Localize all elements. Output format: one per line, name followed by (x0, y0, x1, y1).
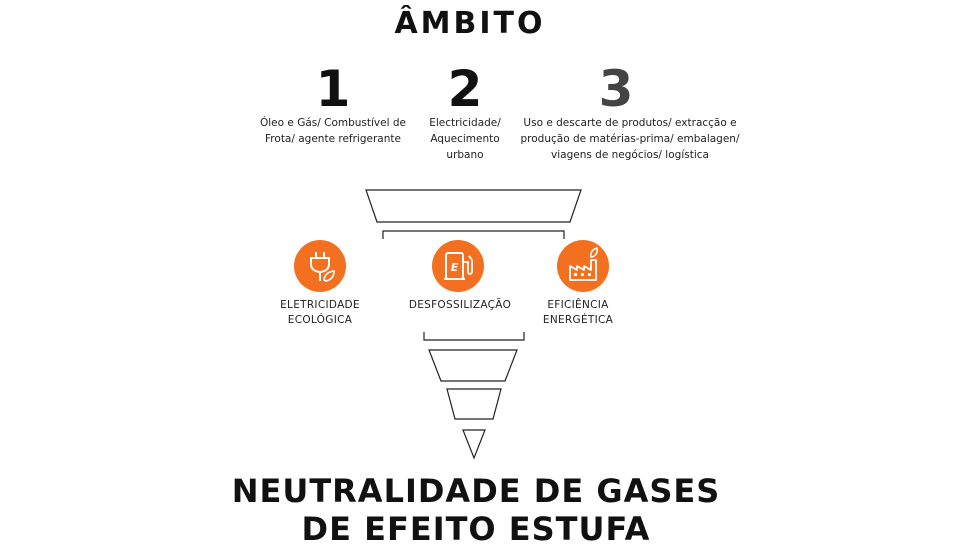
funnel-segment-top (365, 189, 582, 223)
scope-3-line-3: viagens de negócios/ logística (551, 149, 709, 161)
lever-3-badge (557, 240, 609, 292)
lever-1-line-1: ELETRICIDADE (280, 299, 360, 311)
lever-2-badge: E (432, 240, 484, 292)
scope-2-number: 2 (447, 60, 483, 118)
scope-2-line-2: Aquecimento (430, 133, 500, 145)
goal-line-2: DE EFEITO ESTUFA (301, 510, 651, 548)
factory-leaf-icon (569, 247, 598, 281)
fuel-pump-icon: E (444, 252, 473, 280)
plug-leaf-icon (310, 252, 335, 282)
scope-2-line-1: Electricidade/ (429, 117, 501, 129)
goal-statement: NEUTRALIDADE DE GASES DE EFEITO ESTUFA (0, 472, 952, 548)
funnel-bracket-top (382, 230, 565, 239)
lever-1-label: ELETRICIDADE ECOLÓGICA (270, 298, 370, 328)
scope-3-line-2: produção de matérias-prima/ embalagen/ (520, 133, 740, 145)
goal-line-1: NEUTRALIDADE DE GASES (231, 472, 721, 510)
funnel-segment-2 (428, 349, 518, 382)
scope-3-line-1: Uso e descarte de produtos/ extracção e (523, 117, 737, 129)
scope-1-line-1: Óleo e Gás/ Combustível de (260, 117, 406, 129)
svg-text:E: E (451, 261, 459, 274)
lever-2-line-1: DESFOSSILIZAÇÃO (408, 299, 512, 311)
funnel-segment-3 (446, 388, 502, 420)
lever-1-line-2: ECOLÓGICA (287, 314, 353, 326)
scope-2-description: Electricidade/ Aquecimento urbano (412, 115, 518, 163)
scope-1-number: 1 (315, 60, 351, 118)
scope-3-description: Uso e descarte de produtos/ extracção e … (512, 115, 748, 163)
lever-1-badge (294, 240, 346, 292)
lever-3-label: EFICIÊNCIA ENERGÉTICA (528, 298, 628, 328)
lever-3-line-2: ENERGÉTICA (542, 314, 614, 326)
lever-3-line-1: EFICIÊNCIA (547, 299, 609, 311)
scope-2-line-3: urbano (446, 149, 484, 161)
funnel-segment-tip (462, 429, 486, 460)
scope-1-line-2: Frota/ agente refrigerante (265, 133, 401, 145)
scope-1-description: Óleo e Gás/ Combustível de Frota/ agente… (240, 115, 426, 147)
diagram-title: ÂMBITO (394, 6, 546, 41)
funnel-bracket-bottom (423, 332, 525, 341)
scope-3-number: 3 (598, 60, 634, 118)
lever-2-label: DESFOSSILIZAÇÃO (400, 298, 520, 313)
